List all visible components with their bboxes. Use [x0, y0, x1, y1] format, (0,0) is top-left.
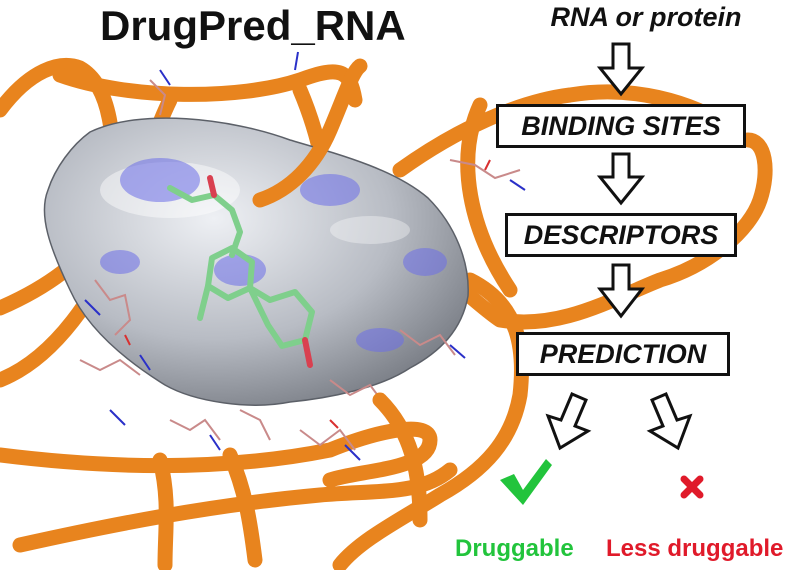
check-icon [500, 459, 552, 505]
diagram-title: DrugPred_RNA [100, 2, 406, 49]
arrow-input-to-binding-sites [596, 42, 646, 97]
step-descriptors: DESCRIPTORS [505, 213, 737, 257]
nucleotide-sticks [79, 51, 526, 461]
step-binding-sites: BINDING SITES [496, 104, 746, 148]
cross-icon [680, 475, 704, 499]
arrow-descriptors-to-prediction [596, 263, 646, 319]
arrow-prediction-to-less-druggable [646, 392, 693, 451]
arrow-prediction-to-druggable [545, 392, 592, 451]
input-label: RNA or protein [550, 2, 742, 32]
outcome-less-druggable-label: Less druggable [606, 535, 784, 562]
workflow-arrows [545, 42, 693, 451]
step-prediction: PREDICTION [516, 332, 730, 376]
ligand-model [167, 175, 315, 368]
arrow-binding-sites-to-descriptors [596, 152, 646, 206]
outcome-druggable-label: Druggable [455, 535, 574, 562]
rna-backbone-front [252, 58, 428, 528]
